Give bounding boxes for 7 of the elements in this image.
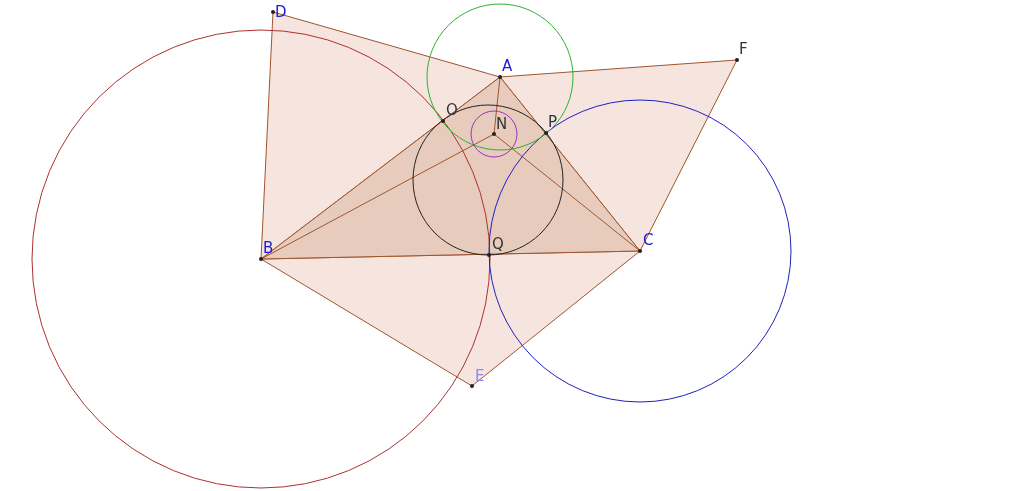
point-label: P <box>548 114 558 130</box>
point-label: A <box>502 58 513 74</box>
point-label: N <box>496 116 508 132</box>
point-label: B <box>263 240 274 256</box>
point-label: F <box>739 41 748 57</box>
point-label: Q <box>492 236 504 252</box>
point-label: C <box>643 232 654 248</box>
